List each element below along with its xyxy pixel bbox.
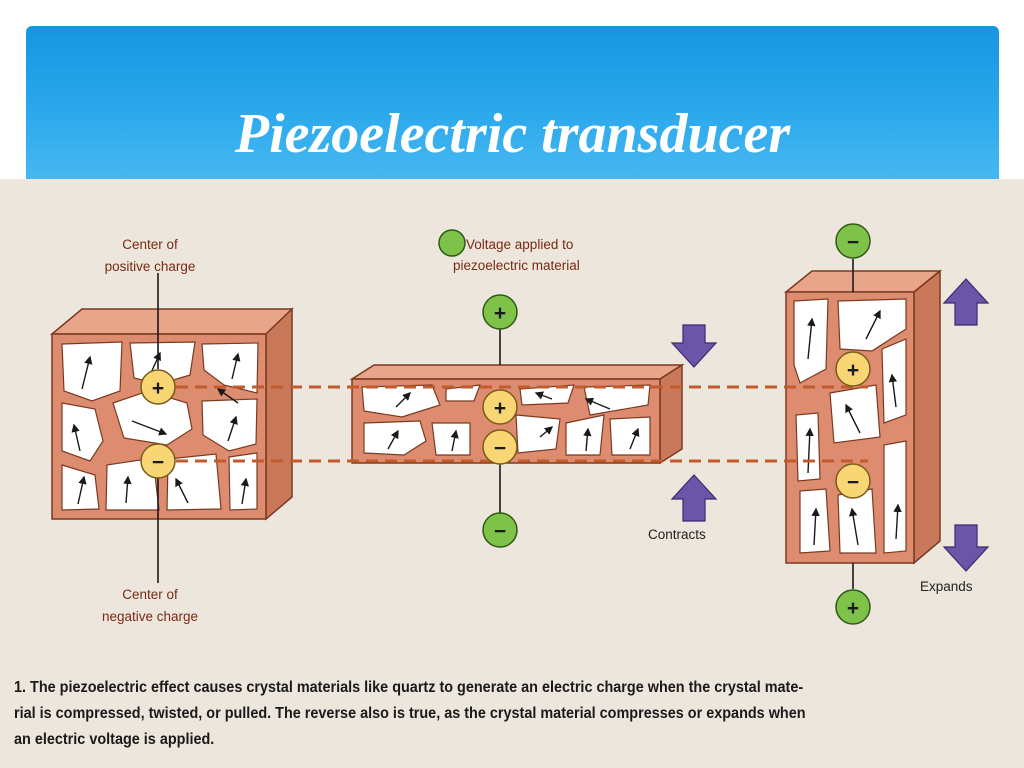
voltage-label-line2: piezoelectric material (453, 258, 580, 273)
charge-center-negative-expanded: − (835, 463, 871, 499)
charge-center-negative-contracted: − (482, 429, 518, 465)
voltage-legend-icon (438, 229, 466, 257)
charge-alignment-lines (176, 385, 868, 463)
contract-up-arrow-icon (670, 474, 718, 522)
figure-caption: 1. The piezoelectric effect causes cryst… (14, 675, 944, 753)
terminal-positive-top: + (482, 294, 518, 330)
positive-center-label-line1: Center of (122, 237, 178, 252)
positive-center-label-line2: positive charge (105, 259, 196, 274)
svg-text:−: − (152, 451, 164, 474)
svg-text:−: − (847, 471, 859, 494)
svg-text:−: − (494, 437, 506, 460)
expand-down-arrow-icon (942, 524, 990, 572)
svg-text:+: + (847, 597, 859, 620)
svg-text:+: + (847, 359, 859, 382)
charge-center-negative-rest: − (140, 443, 176, 479)
terminal-negative-top: − (835, 223, 871, 259)
charge-center-positive-rest: + (140, 369, 176, 405)
slide-title: Piezoelectric transducer (234, 103, 791, 165)
svg-text:+: + (494, 397, 506, 420)
charge-center-positive-expanded: + (835, 351, 871, 387)
svg-text:−: − (847, 231, 859, 254)
terminal-positive-bottom: + (835, 589, 871, 625)
crystal-rest (49, 307, 294, 521)
voltage-label-line1: Voltage applied to (466, 237, 573, 252)
expands-label: Expands (920, 579, 973, 594)
svg-text:+: + (494, 302, 506, 325)
title-banner: Piezoelectric transducer (26, 26, 999, 179)
caption-line: 1. The piezoelectric effect causes cryst… (14, 679, 804, 696)
lead-wires (157, 259, 854, 589)
svg-text:+: + (152, 377, 164, 400)
diagram-figure: + − + − + − + − (0, 179, 1024, 768)
svg-text:−: − (494, 520, 506, 543)
caption-line: rial is compressed, twisted, or pulled. … (14, 705, 806, 722)
charge-center-positive-contracted: + (482, 389, 518, 425)
piezoelectric-diagram: + − + − + − + − (49, 223, 990, 625)
expand-up-arrow-icon (942, 278, 990, 326)
negative-center-label-line2: negative charge (102, 609, 198, 624)
contracts-label: Contracts (648, 527, 706, 542)
crystal-expanded (783, 269, 943, 565)
contract-down-arrow-icon (670, 324, 718, 368)
negative-center-label-line1: Center of (122, 587, 178, 602)
terminal-negative-bottom: − (482, 512, 518, 548)
caption-line: an electric voltage is applied. (14, 731, 215, 748)
